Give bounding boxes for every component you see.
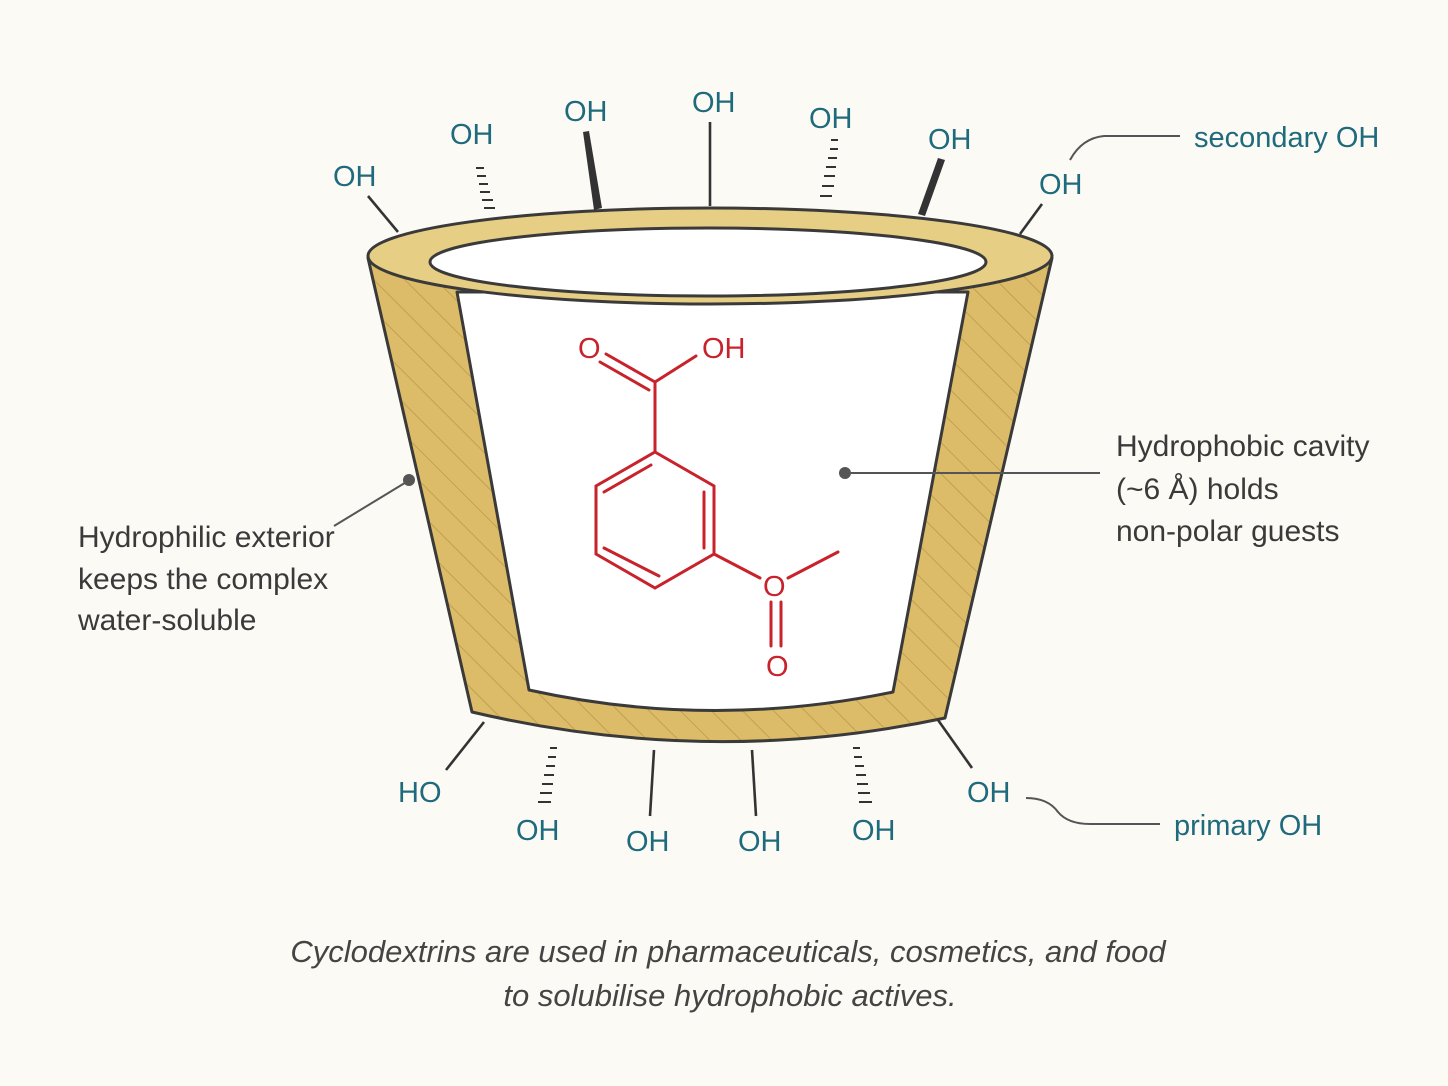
exterior-marker [403,474,415,486]
molecule-atom-labels: O OH O O [578,333,789,683]
cavity-note-line: (~6 Å) holds [1116,473,1279,506]
exterior-note-line: keeps the complex [78,563,328,596]
exterior-leader [333,480,409,527]
caption-line: to solubilise hydrophobic actives. [503,978,956,1013]
oh-label: OH [809,103,853,135]
exterior-note-line: water-soluble [77,604,256,637]
rim-opening [428,226,988,298]
cavity-note-line: Hydrophobic cavity [1116,430,1369,463]
primary-callout-leader [1025,797,1160,825]
oh-label: OH [692,87,736,119]
oh-label: OH [333,161,377,193]
exterior-note-line: Hydrophilic exterior [78,521,335,554]
exterior-note: Hydrophilic exterior keeps the complex w… [77,521,335,637]
secondary-callout-leader [1069,135,1180,161]
caption-line: Cyclodextrins are used in pharmaceutical… [290,934,1167,969]
caption: Cyclodextrins are used in pharmaceutical… [290,934,1167,1013]
cavity-marker [839,467,851,479]
guest-molecule [594,352,840,648]
oh-label: OH [852,815,896,847]
cavity-note: Hydrophobic cavity (~6 Å) holds non-pola… [1116,430,1369,548]
secondary-hydroxyl-bonds [367,122,1044,235]
ester-carbonyl-oxygen-label: O [766,651,789,683]
oh-label: OH [516,815,560,847]
benzene-ring [594,450,716,590]
ho-label: HO [398,777,442,809]
oh-label: OH [626,826,670,858]
ester-oxygen-label: O [763,571,786,603]
secondary-hydroxyl-labels: OH OH OH OH OH OH OH [333,87,1083,201]
oh-label: OH [967,777,1011,809]
carbonyl-oxygen-label: O [578,333,601,365]
oh-label: OH [928,124,972,156]
primary-hydroxyl-labels: HO OH OH OH OH OH [398,777,1011,858]
oh-label: OH [738,826,782,858]
cavity-note-line: non-polar guests [1116,515,1339,548]
secondary-oh-callout: secondary OH [1194,122,1379,154]
acid-hydroxyl-label: OH [702,333,746,365]
oh-label: OH [1039,169,1083,201]
oh-label: OH [450,119,494,151]
oh-label: OH [564,96,608,128]
primary-oh-callout: primary OH [1174,810,1322,842]
primary-hydroxyl-bonds [444,719,974,817]
